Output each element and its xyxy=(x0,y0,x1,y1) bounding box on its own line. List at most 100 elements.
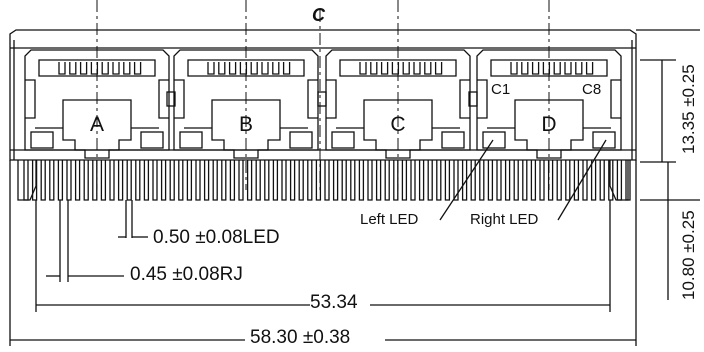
pin-leg xyxy=(246,160,253,201)
contact-finger-0-0 xyxy=(58,62,66,75)
pin-leg xyxy=(109,160,115,201)
port-left-shoulder-1 xyxy=(174,79,185,119)
pin-leg xyxy=(40,160,46,201)
pin-leg xyxy=(410,160,416,201)
pin-leg xyxy=(418,160,425,201)
left-led-leader xyxy=(439,139,494,221)
body-height-dimension: 13.35 ±0.25 xyxy=(679,64,698,154)
port-left-shoulder-0 xyxy=(25,79,36,119)
pin-leg xyxy=(590,160,597,201)
pin-leg xyxy=(393,160,399,201)
pin-leg xyxy=(556,160,562,201)
pin-leg xyxy=(100,160,107,201)
contact-finger-2-2 xyxy=(380,62,389,75)
pin-leg xyxy=(298,160,304,201)
left-led-window-3 xyxy=(482,131,506,149)
contact-finger-3-5 xyxy=(564,62,572,75)
pin-leg xyxy=(281,160,287,201)
pin-leg xyxy=(212,160,218,201)
pin-leg xyxy=(358,160,365,201)
pin-leg xyxy=(74,160,81,201)
pin-leg xyxy=(582,160,588,201)
pin-leg xyxy=(83,160,89,201)
contact-finger-3-2 xyxy=(531,62,540,75)
contact-finger-3-6 xyxy=(575,62,583,75)
port-frame-2 xyxy=(325,49,471,151)
pin-leg xyxy=(539,160,545,201)
port-b-label: B xyxy=(238,113,254,136)
pin-leg xyxy=(49,160,55,201)
contact-comb-2 xyxy=(339,59,457,77)
pin-leg xyxy=(255,160,261,201)
pin-leg xyxy=(169,160,175,201)
contact-finger-0-6 xyxy=(123,62,131,75)
plug-opening-0 xyxy=(62,99,132,159)
centerline-label: C xyxy=(312,5,325,25)
contact-finger-1-6 xyxy=(272,62,280,75)
contact-c1-label: C1 xyxy=(491,81,511,98)
pin-leg xyxy=(401,160,408,201)
contact-finger-3-4 xyxy=(553,62,561,75)
pin-leg xyxy=(238,160,244,201)
contact-finger-0-3 xyxy=(90,62,99,75)
pin-leg xyxy=(117,160,124,201)
port-frame-1 xyxy=(173,49,319,151)
pin-leg xyxy=(203,160,210,201)
pin-span-dimension: 53.34 xyxy=(310,292,358,313)
overall-width-dimension: 58.30 ±0.38 xyxy=(250,327,351,348)
separator-notch-0 xyxy=(166,91,176,107)
left-led-window-1 xyxy=(179,131,203,149)
pin-leg xyxy=(565,160,571,201)
right-led-window-0 xyxy=(140,131,164,149)
pin-leg xyxy=(143,160,150,201)
contact-c8-label: C8 xyxy=(582,81,602,98)
port-left-shoulder-3 xyxy=(477,79,488,119)
contact-finger-2-4 xyxy=(402,62,410,75)
pin-leg xyxy=(427,160,433,201)
port-left-shoulder-2 xyxy=(326,79,337,119)
pin-leg xyxy=(350,160,356,201)
left-led-label: Left LED xyxy=(360,211,419,228)
pin-leg xyxy=(470,160,476,201)
contact-comb-3 xyxy=(490,59,608,77)
pin-leg xyxy=(513,160,519,201)
pin-leg xyxy=(57,160,64,201)
plug-opening-1 xyxy=(211,99,281,159)
pin-leg xyxy=(272,160,279,201)
plug-opening-2 xyxy=(363,99,433,159)
pin-leg xyxy=(504,160,511,201)
contact-finger-2-3 xyxy=(391,62,400,75)
contact-finger-2-0 xyxy=(359,62,367,75)
port-right-shoulder-2 xyxy=(459,79,470,119)
contact-finger-0-4 xyxy=(101,62,109,75)
pin-leg xyxy=(178,160,184,201)
contact-finger-1-4 xyxy=(250,62,258,75)
pin-leg xyxy=(479,160,485,201)
separator-notch-1 xyxy=(317,91,327,107)
pin-leg xyxy=(23,160,29,201)
right-led-window-2 xyxy=(441,131,465,149)
contact-finger-1-1 xyxy=(218,62,226,75)
left-bracket xyxy=(17,160,37,201)
pin-leg xyxy=(289,160,296,201)
contact-finger-3-7 xyxy=(585,62,594,75)
contact-comb-0 xyxy=(38,59,156,77)
pin-leg xyxy=(92,160,98,201)
contact-finger-2-5 xyxy=(413,62,421,75)
port-right-shoulder-0 xyxy=(158,79,169,119)
pin-leg xyxy=(221,160,227,201)
pin-leg xyxy=(573,160,580,201)
contact-finger-0-1 xyxy=(69,62,77,75)
contact-finger-3-1 xyxy=(521,62,529,75)
contact-finger-1-2 xyxy=(228,62,237,75)
pin-leg xyxy=(229,160,236,201)
pin-leg xyxy=(375,160,382,201)
contact-finger-0-2 xyxy=(79,62,88,75)
rj-pitch-dimension: 0.45 ±0.08RJ xyxy=(130,264,243,285)
pin-leg xyxy=(135,160,141,201)
pin-leg xyxy=(384,160,390,201)
plug-opening-3 xyxy=(514,99,584,159)
housing-outline xyxy=(9,29,637,161)
contact-finger-2-7 xyxy=(434,62,443,75)
